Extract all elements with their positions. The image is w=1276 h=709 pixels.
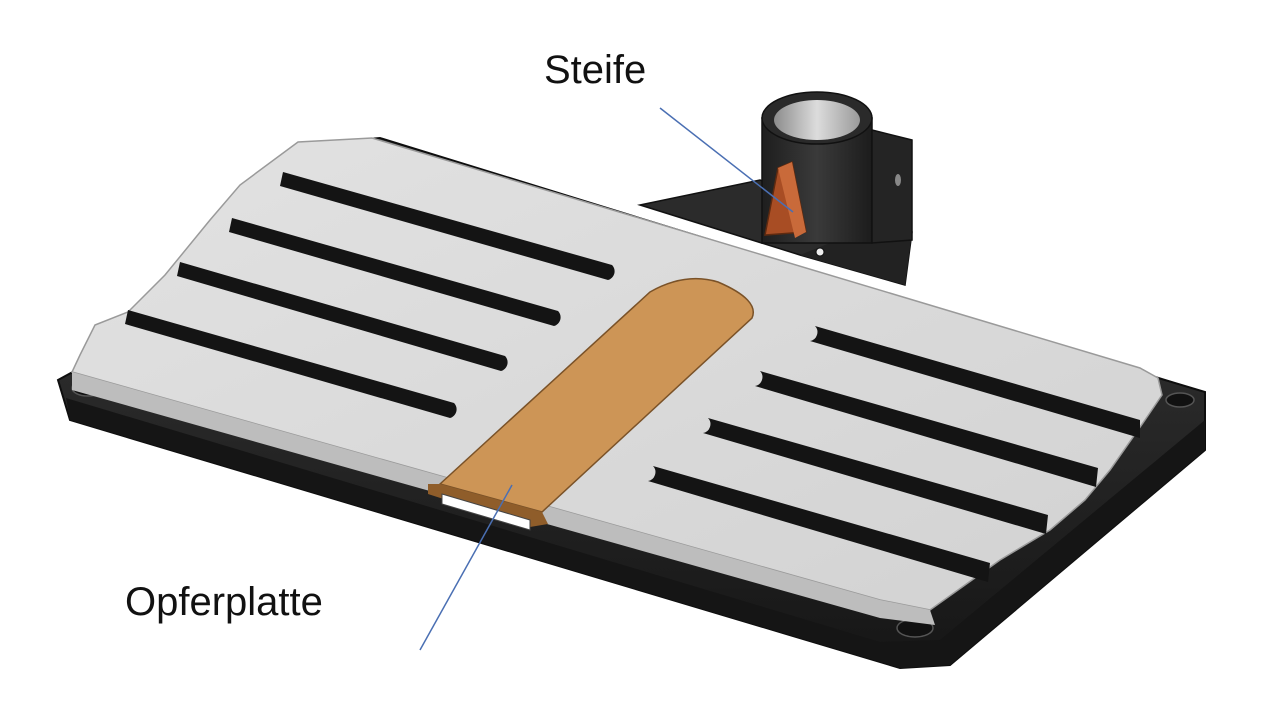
slot-right-3 (703, 418, 1048, 534)
slot-left-1 (280, 172, 615, 280)
slot-right-1 (810, 326, 1140, 438)
corner-screw-right (1165, 392, 1195, 408)
slot-left-3 (177, 262, 508, 371)
leader-line-steife (659, 107, 794, 213)
slot-left-4 (125, 310, 457, 418)
stiffener-rib (764, 160, 807, 238)
sacrificial-plate (428, 277, 754, 531)
slot-right-2 (755, 371, 1098, 487)
column-bore (774, 100, 860, 140)
slots-left (125, 172, 615, 418)
leader-lines (419, 107, 794, 651)
label-opferplatte: Opferplatte (125, 580, 323, 624)
slot-right-4 (648, 466, 990, 582)
slots-right (648, 326, 1140, 582)
label-steife: Steife (544, 48, 647, 92)
leader-line-opferplatte (419, 484, 513, 651)
slot-left-2 (229, 218, 561, 326)
